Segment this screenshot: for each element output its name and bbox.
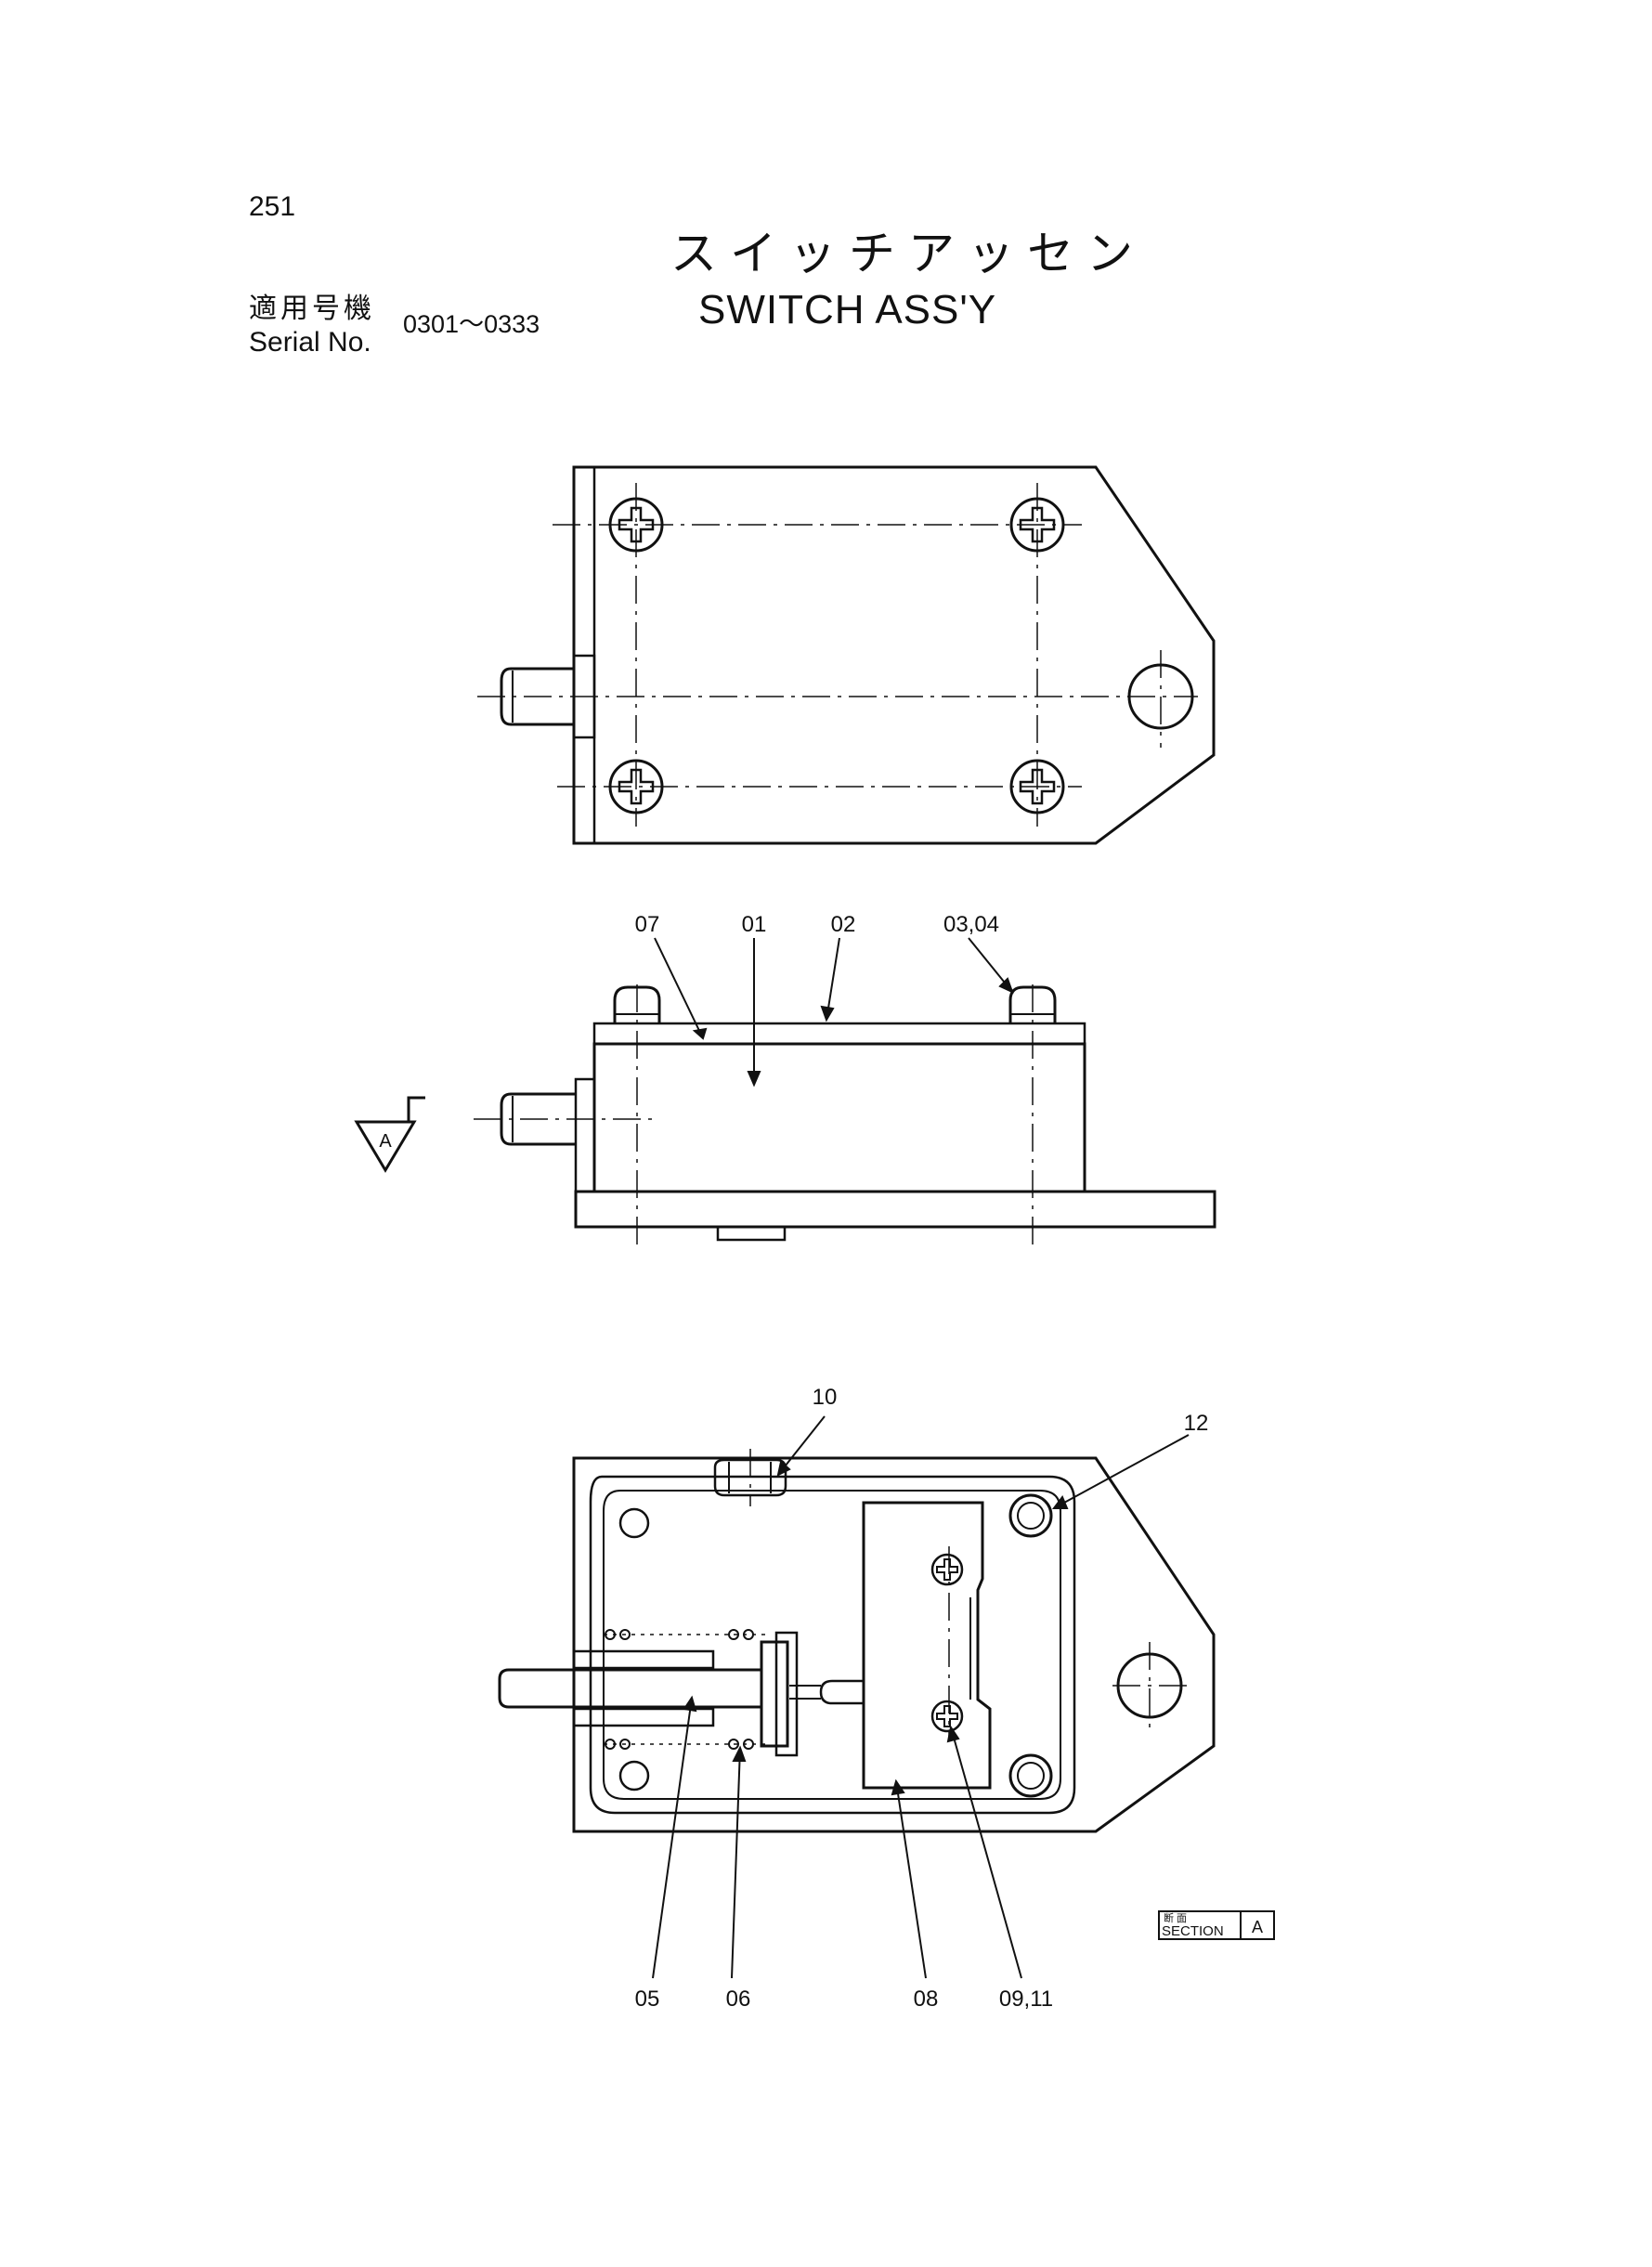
section-label-english: SECTION (1162, 1923, 1224, 1939)
title-english: SWITCH ASS'Y (698, 287, 997, 332)
serial-label-japanese: 適用号機 (249, 293, 375, 325)
label-03-04: 03,04 (943, 912, 999, 937)
title-japanese: スイッチアッセン (670, 227, 1146, 280)
section-a-box: 断 面 SECTION A (1158, 1910, 1275, 1940)
label-06: 06 (726, 1987, 751, 2012)
page-number: 251 (249, 191, 296, 222)
label-05: 05 (635, 1987, 660, 2012)
serial-label-english: Serial No. (249, 327, 371, 358)
label-09-11: 09,11 (999, 1987, 1053, 2012)
label-07: 07 (635, 912, 660, 937)
side-view-callouts (654, 937, 1014, 1088)
side-view (474, 984, 1216, 1249)
view-marker-letter: A (379, 1131, 392, 1152)
top-view (477, 465, 1216, 845)
section-label-japanese: 断 面 (1164, 1911, 1187, 1924)
view-marker-a: A (354, 1096, 425, 1173)
section-view-callouts (652, 1415, 1190, 1979)
label-08: 08 (914, 1987, 939, 2012)
section-letter: A (1252, 1918, 1263, 1936)
label-10: 10 (813, 1385, 838, 1410)
section-view (498, 1449, 1216, 1833)
label-01: 01 (742, 912, 767, 937)
serial-range: 0301～0333 (403, 310, 540, 338)
label-02: 02 (831, 912, 856, 937)
label-12: 12 (1184, 1411, 1209, 1436)
